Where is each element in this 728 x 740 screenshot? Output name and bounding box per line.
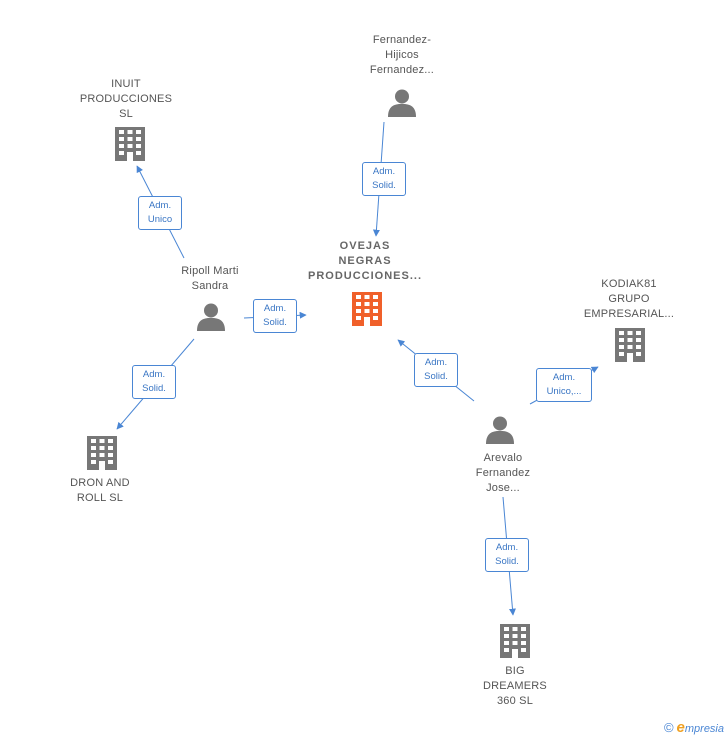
inuit-company-label[interactable]: INUIT PRODUCCIONES SL bbox=[79, 78, 173, 120]
focus-building-icon[interactable] bbox=[352, 292, 382, 326]
ripoll-person-label[interactable]: Ripoll Marti Sandra bbox=[181, 265, 239, 292]
dron-company-label[interactable]: DRON AND ROLL SL bbox=[70, 477, 130, 504]
relation-ripoll-inuit: Adm. Unico bbox=[138, 196, 182, 230]
relation-arevalo-kodiak: Adm. Unico,... bbox=[536, 368, 592, 402]
bigdreamers-building-icon[interactable] bbox=[500, 624, 530, 658]
ripoll-person-icon[interactable] bbox=[197, 303, 225, 331]
relation-ripoll-focus: Adm. Solid. bbox=[253, 299, 297, 333]
relation-ripoll-dron: Adm. Solid. bbox=[132, 365, 176, 399]
fernandez-person-label[interactable]: Fernandez- Hijicos Fernandez... bbox=[369, 34, 435, 76]
bigdreamers-company-label[interactable]: BIG DREAMERS 360 SL bbox=[483, 665, 547, 707]
copyright-icon: © bbox=[663, 720, 674, 735]
kodiak-building-icon[interactable] bbox=[615, 328, 645, 362]
inuit-building-icon[interactable] bbox=[115, 127, 145, 161]
fernandez-person-icon[interactable] bbox=[388, 89, 416, 117]
dron-building-icon[interactable] bbox=[87, 436, 117, 470]
focus-company-label[interactable]: OVEJAS NEGRAS PRODUCCIONES... bbox=[307, 240, 422, 282]
kodiak-company-label[interactable]: KODIAK81 GRUPO EMPRESARIAL... bbox=[583, 278, 675, 320]
relation-fernandez-focus: Adm. Solid. bbox=[362, 162, 406, 196]
relation-arevalo-bigdreamers: Adm. Solid. bbox=[485, 538, 529, 572]
brand-name: mpresia bbox=[684, 723, 724, 735]
relation-arevalo-focus: Adm. Solid. bbox=[414, 353, 458, 387]
brand-initial: e bbox=[676, 719, 685, 736]
empresia-brand[interactable]: ©empresia bbox=[664, 719, 724, 736]
arevalo-person-label[interactable]: Arevalo Fernandez Jose... bbox=[475, 452, 531, 494]
arevalo-person-icon[interactable] bbox=[486, 416, 514, 444]
